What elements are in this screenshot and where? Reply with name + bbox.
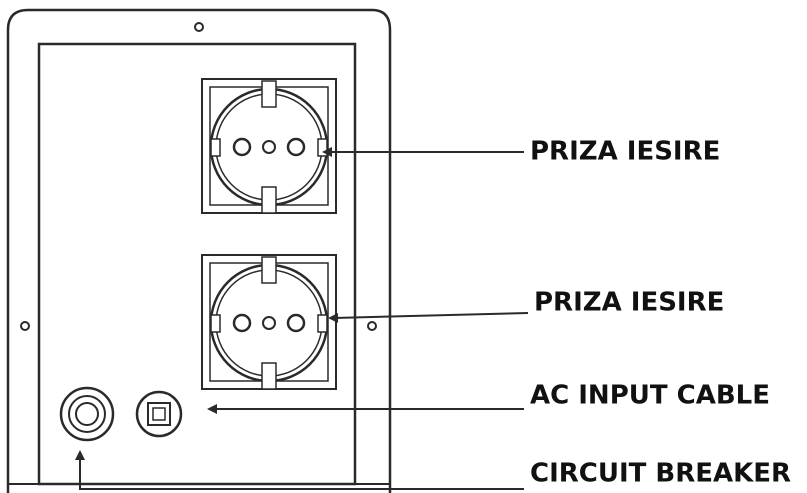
label-breaker: CIRCUIT BREAKER <box>530 459 791 489</box>
leader-outlet-bottom <box>328 312 529 323</box>
circuit-breaker <box>59 386 115 442</box>
label-ac-input: AC INPUT CABLE <box>530 381 770 411</box>
outlet-top-ground <box>262 140 276 154</box>
outlet-top-pin-left <box>232 137 252 157</box>
label-outlet-bottom: PRIZA IESIRE <box>534 288 724 318</box>
leader-breaker <box>75 450 524 490</box>
ups-housing <box>6 8 392 493</box>
outlet-bottom <box>201 254 337 390</box>
ac-input-socket <box>135 390 183 438</box>
outlet-bottom-ground <box>262 316 276 330</box>
outlet-bottom-pin-left <box>232 313 252 333</box>
outlet-top-pin-right <box>286 137 306 157</box>
outlet-bottom-pin-right <box>286 313 306 333</box>
left-screw <box>20 321 30 331</box>
outlet-top <box>201 78 337 214</box>
top-screw <box>194 22 204 32</box>
leader-ac-input <box>207 404 524 414</box>
label-outlet-top: PRIZA IESIRE <box>530 137 720 167</box>
right-screw <box>367 321 377 331</box>
leader-outlet-top <box>322 147 524 157</box>
